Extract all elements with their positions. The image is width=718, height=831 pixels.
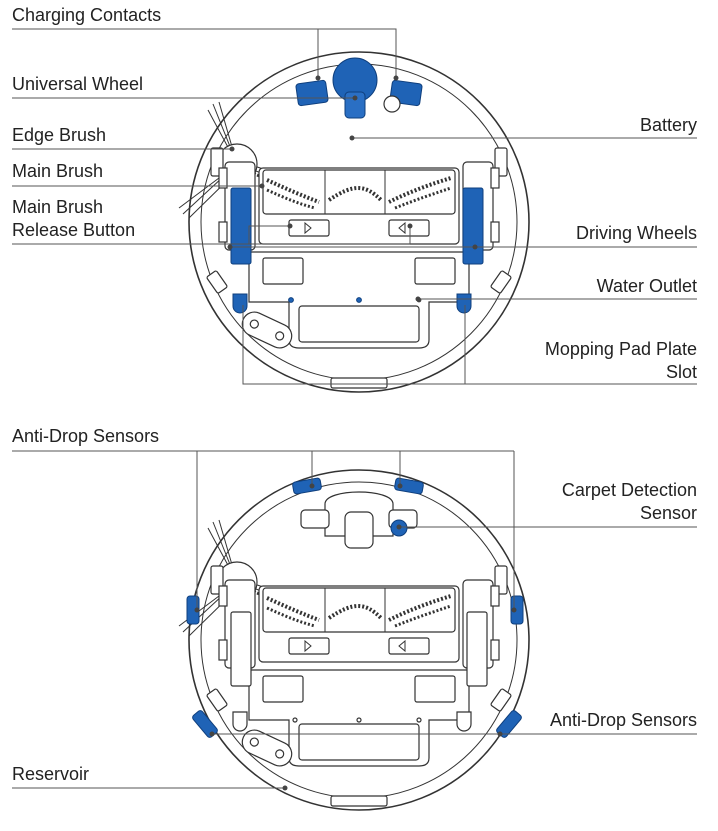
label-universal-wheel: Universal Wheel — [12, 74, 144, 94]
leader-lines-top — [12, 28, 697, 385]
label-main-brush-release-2: Release Button — [12, 220, 136, 240]
charging-contact-left — [295, 79, 329, 107]
label-anti-drop-sensors-right: Anti-Drop Sensors — [549, 710, 697, 730]
driving-wheel-left — [230, 187, 252, 265]
label-main-brush-release-1: Main Brush — [12, 197, 104, 217]
label-reservoir: Reservoir — [12, 764, 90, 784]
label-battery: Battery — [639, 115, 697, 135]
label-water-outlet: Water Outlet — [596, 276, 697, 296]
robot-top-view — [179, 52, 529, 392]
label-driving-wheels: Driving Wheels — [575, 223, 697, 243]
driving-wheel-right — [462, 187, 484, 265]
label-charging-contacts: Charging Contacts — [12, 5, 162, 25]
label-carpet-detection-2: Sensor — [639, 503, 697, 523]
label-mopping-pad-2: Slot — [665, 362, 697, 382]
label-anti-drop-sensors-top: Anti-Drop Sensors — [12, 426, 160, 446]
leader-lines-bottom — [12, 450, 697, 791]
label-edge-brush: Edge Brush — [12, 125, 107, 145]
label-mopping-pad-1: Mopping Pad Plate — [544, 339, 697, 359]
label-main-brush: Main Brush — [12, 161, 104, 181]
label-carpet-detection-1: Carpet Detection — [561, 480, 697, 500]
robot-bottom-view — [179, 470, 529, 810]
